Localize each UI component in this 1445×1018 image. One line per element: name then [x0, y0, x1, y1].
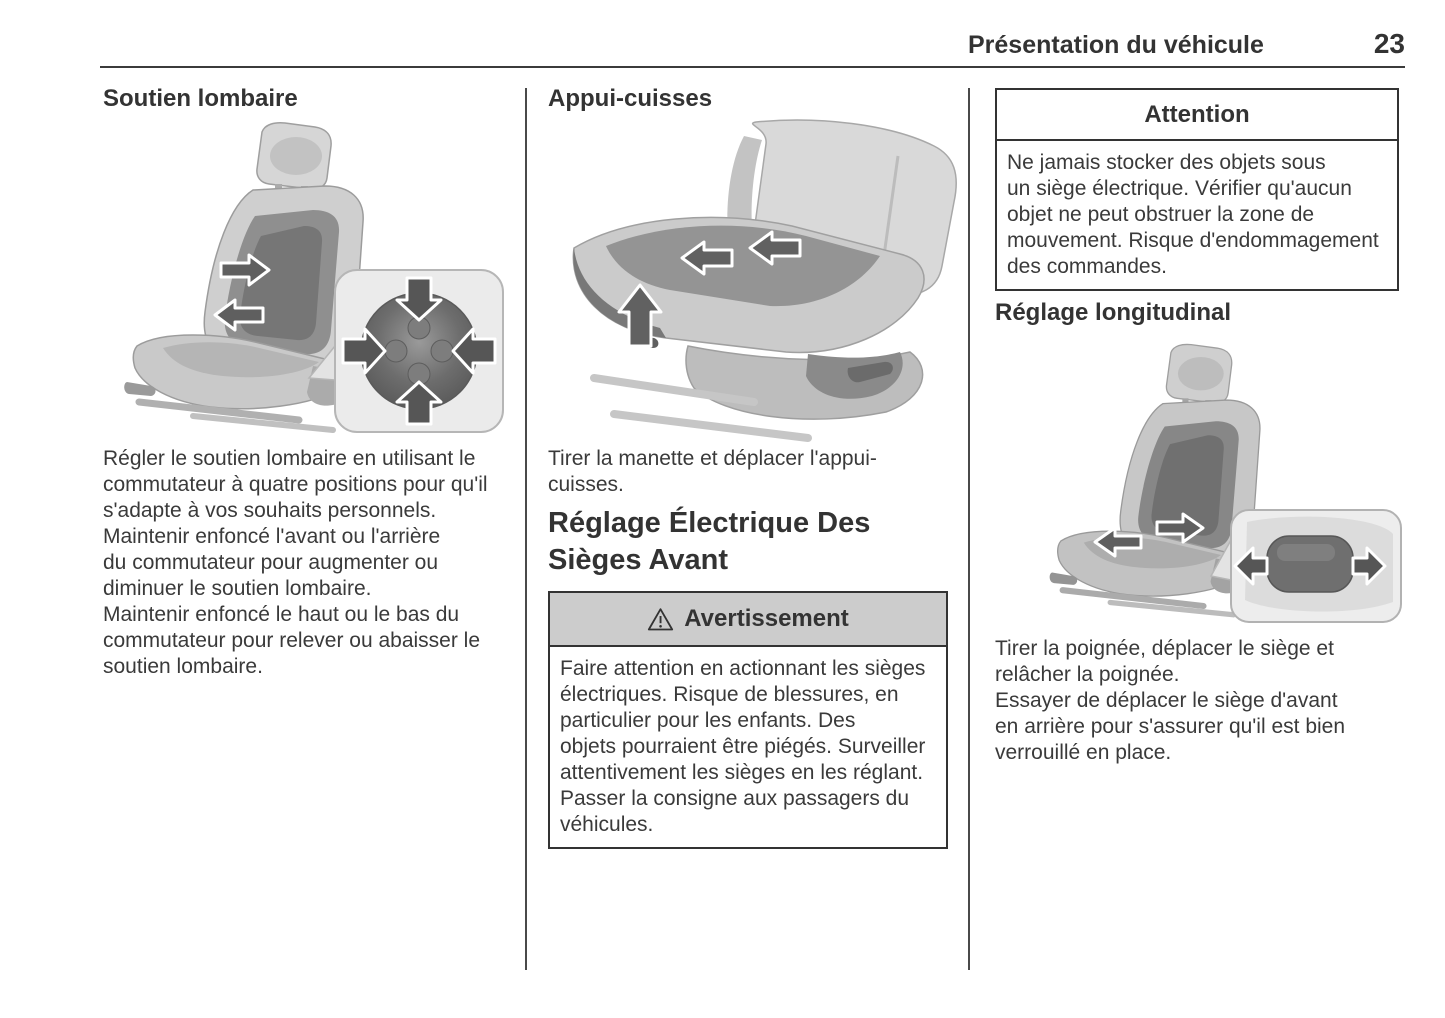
caution-box-header: Attention	[997, 90, 1397, 141]
lever-up-arrow-icon	[617, 283, 663, 348]
seat-illustration	[124, 122, 364, 433]
heading-reglage-electrique: Réglage Électrique Des Sièges Avant	[548, 507, 871, 576]
heading-appui-cuisses: Appui-cuisses	[548, 85, 713, 112]
column-divider-left	[525, 88, 527, 970]
lumbar-support-figure	[124, 122, 504, 433]
arrow-left-icon	[451, 327, 497, 375]
arrow-left-icon	[1093, 526, 1143, 558]
longitudinal-arrows	[1093, 512, 1205, 558]
arrow-right-icon	[1155, 512, 1205, 544]
section-title: Présentation du véhicule	[968, 31, 1264, 59]
arrow-up-icon	[395, 380, 443, 426]
longitudinal-adjustment-figure	[1049, 343, 1402, 623]
arrow-right-icon	[341, 327, 387, 375]
column-divider-right	[968, 88, 970, 970]
longitudinal-paragraph: Tirer la poignée, déplacer le siège et r…	[995, 637, 1346, 764]
warning-triangle-icon	[648, 607, 674, 630]
lumbar-paragraph: Régler le soutien lombaire en utilisant …	[103, 447, 488, 678]
thigh-support-paragraph: Tirer la manette et déplacer l'appui- cu…	[548, 447, 877, 496]
warning-title: Avertissement	[684, 605, 849, 632]
lumbar-direction-arrows	[213, 253, 271, 332]
caution-body: Ne jamais stocker des objets sous un siè…	[1007, 151, 1379, 278]
heading-reglage-longitudinal: Réglage longitudinal	[995, 299, 1232, 326]
page-number: 23	[1373, 28, 1405, 59]
warning-box-header: Avertissement	[550, 593, 946, 647]
page-header: Présentation du véhicule 23	[968, 28, 1405, 60]
slide-arrow-icon	[680, 240, 734, 276]
heading-soutien-lombaire: Soutien lombaire	[103, 85, 298, 112]
slide-arrow-icon	[748, 230, 802, 266]
handle-inset	[1230, 509, 1402, 623]
warning-body: Faire attention en actionnant les sièges…	[560, 657, 926, 836]
thigh-support-figure	[572, 119, 957, 442]
arrow-down-icon	[395, 276, 443, 322]
caution-box: Attention Ne jamais stocker des objets s…	[995, 88, 1399, 291]
header-rule	[100, 66, 1405, 68]
caution-title: Attention	[1144, 100, 1250, 128]
thigh-support-arrows	[617, 230, 802, 348]
seat-illustration	[572, 119, 957, 442]
arrow-right-icon	[1351, 546, 1387, 586]
arrow-left-icon	[1233, 546, 1269, 586]
warning-box: Avertissement Faire attention en actionn…	[548, 591, 948, 849]
four-way-switch-inset	[334, 269, 504, 433]
